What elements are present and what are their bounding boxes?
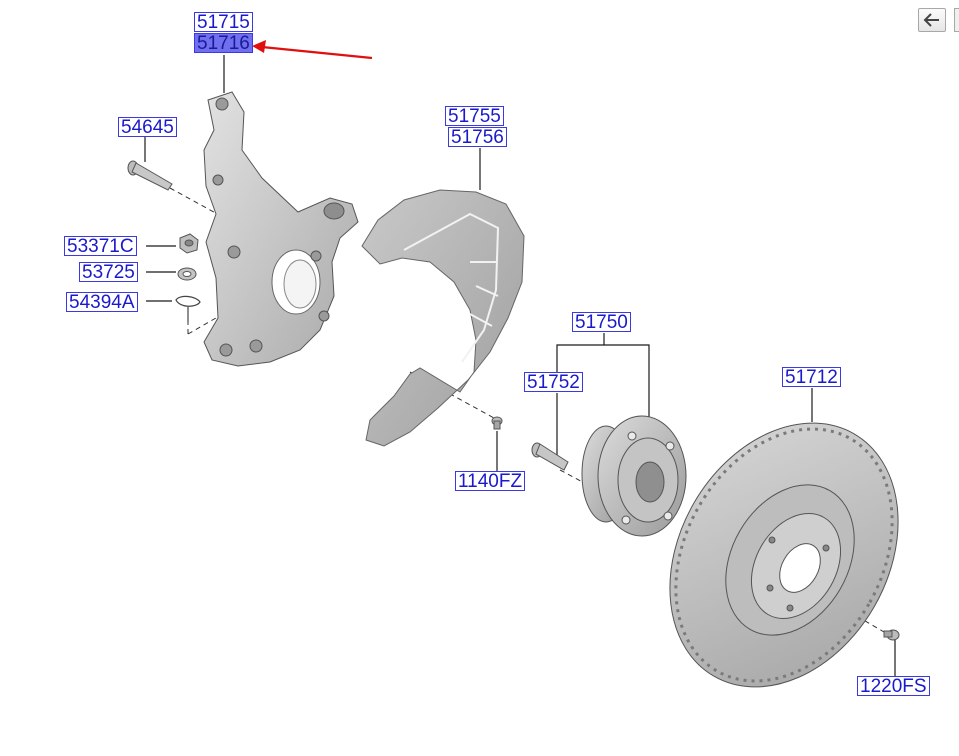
disc-screw	[883, 629, 900, 641]
part-label-1220FS[interactable]: 1220FS	[857, 676, 930, 697]
knuckle-bolt	[127, 160, 173, 191]
knuckle-nut	[179, 233, 199, 254]
part-label-54645[interactable]: 54645	[118, 117, 177, 138]
dust-shield	[361, 189, 525, 447]
hub-bolt	[531, 442, 569, 471]
part-label-51755[interactable]: 51755	[445, 106, 504, 127]
leader-lines	[144, 55, 896, 677]
clip-guide-line	[187, 289, 263, 335]
part-label-54394A[interactable]: 54394A	[66, 292, 138, 313]
part-label-51750[interactable]: 51750	[572, 312, 631, 333]
part-label-53371C[interactable]: 53371C	[64, 236, 137, 257]
brake-disc	[669, 422, 899, 688]
arrow-left-icon	[923, 13, 939, 27]
part-label-51752[interactable]: 51752	[524, 372, 583, 393]
back-button[interactable]	[918, 8, 946, 32]
split-pin-clip	[175, 295, 201, 322]
shield-screw	[491, 416, 503, 430]
part-label-51715[interactable]: 51715	[194, 12, 253, 33]
part-label-53725[interactable]: 53725	[79, 262, 138, 283]
wheel-hub-assembly	[581, 415, 687, 537]
part-label-51756[interactable]: 51756	[448, 127, 507, 148]
pointer-arrow	[252, 40, 373, 60]
knuckle-washer	[177, 267, 197, 281]
part-label-1140FZ[interactable]: 1140FZ	[455, 471, 526, 492]
part-label-51712[interactable]: 51712	[782, 367, 841, 388]
steering-knuckle	[203, 91, 359, 367]
next-button-partial[interactable]	[954, 8, 959, 32]
part-label-51716[interactable]: 51716	[194, 33, 253, 54]
